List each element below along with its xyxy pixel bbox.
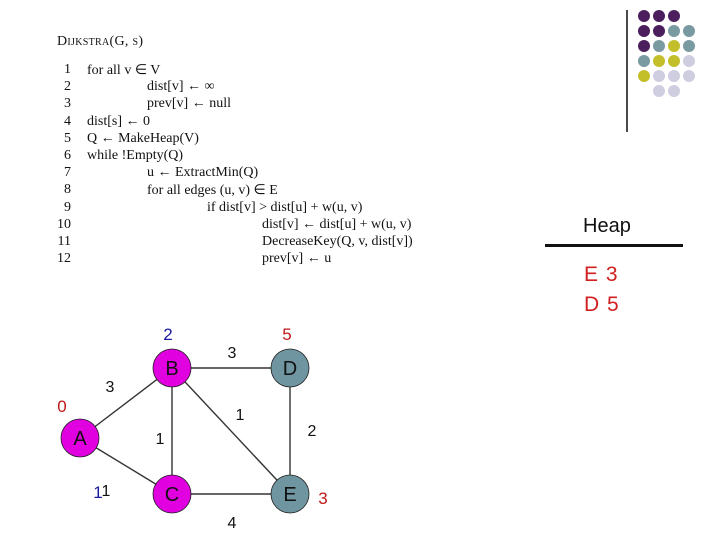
graph-node-D	[270, 348, 310, 388]
edge-weight-AC: 1	[102, 483, 111, 500]
heap-title: Heap	[583, 215, 631, 237]
line-number: 8	[64, 182, 71, 198]
heap-divider	[545, 244, 683, 247]
line-code: if dist[v] > dist[u] + w(u, v)	[207, 199, 363, 215]
line-number: 1	[64, 62, 71, 77]
algorithm-title: Dijkstra(G, s)	[57, 34, 144, 49]
line-code: Q ← MakeHeap(V)	[87, 130, 199, 146]
line-number: 12	[57, 251, 71, 267]
graph-node-A	[60, 418, 100, 458]
graph-node-C	[152, 474, 192, 514]
edge-weight-BD: 3	[228, 345, 237, 362]
decor-dot	[638, 25, 650, 37]
decor-dot	[668, 70, 680, 82]
node-distance-E: 3	[318, 489, 327, 508]
line-code: dist[v] ← dist[u] + w(u, v)	[262, 216, 412, 232]
line-number: 3	[64, 96, 71, 112]
pseudocode-line: 5 Q ← MakeHeap(V)	[57, 130, 199, 149]
pseudocode-line: 2 dist[v] ← ∞	[57, 79, 215, 97]
pseudocode-line: 12 prev[v] ← u	[57, 251, 331, 269]
node-label-C: C	[165, 484, 179, 506]
decor-dot	[653, 55, 665, 67]
decor-dot	[653, 25, 665, 37]
line-number: 6	[64, 148, 71, 163]
node-distance-B: 2	[163, 325, 172, 344]
line-number: 4	[64, 113, 71, 129]
pseudocode-line: 9 if dist[v] > dist[u] + w(u, v)	[57, 199, 362, 218]
edge-weight-AB: 3	[106, 379, 115, 396]
pseudocode-line: 6 while !Empty(Q)	[57, 148, 183, 166]
line-number: 9	[64, 199, 71, 215]
line-number: 11	[57, 234, 71, 249]
edge-weight-BE: 1	[236, 407, 245, 424]
decor-dot	[638, 10, 650, 22]
heap-entry: E 3	[584, 263, 619, 286]
line-number: 2	[64, 79, 71, 95]
pseudocode-line: 1 for all v ∈ V	[57, 62, 160, 80]
line-code: while !Empty(Q)	[87, 148, 184, 163]
node-label-E: E	[283, 484, 296, 506]
decor-divider	[626, 10, 628, 132]
edge-weight-DE: 2	[308, 423, 317, 440]
line-code: DecreaseKey(Q, v, dist[v])	[262, 234, 413, 249]
line-code: dist[v] ← ∞	[147, 79, 215, 95]
decor-dot	[668, 85, 680, 97]
graph-node-E	[270, 474, 310, 514]
graph-node-B	[152, 348, 192, 388]
decor-dot	[653, 70, 665, 82]
line-code: prev[v] ← u	[262, 251, 332, 267]
line-number: 5	[64, 130, 71, 146]
line-code: dist[s] ← 0	[87, 113, 150, 129]
pseudocode-line: 7 u ← ExtractMin(Q)	[57, 165, 258, 183]
node-label-D: D	[283, 358, 297, 380]
line-number: 10	[57, 216, 71, 232]
decor-dot	[638, 70, 650, 82]
pseudocode-line: 11 DecreaseKey(Q, v, dist[v])	[57, 234, 413, 252]
decor-dot	[668, 40, 680, 52]
pseudocode-line: 10 dist[v] ← dist[u] + w(u, v)	[57, 216, 411, 235]
line-code: for all edges (u, v) ∈ E	[147, 183, 278, 199]
line-number: 7	[64, 165, 71, 181]
decor-dot	[668, 25, 680, 37]
line-code: u ← ExtractMin(Q)	[147, 165, 259, 181]
decor-dot	[683, 70, 695, 82]
decor-dot	[638, 40, 650, 52]
node-distance-A: 0	[57, 397, 66, 416]
node-label-B: B	[165, 358, 178, 380]
decor-dot	[683, 55, 695, 67]
edge-weight-BC: 1	[156, 431, 165, 448]
edge-weight-CE: 4	[228, 515, 237, 532]
pseudocode-line: 4 dist[s] ← 0	[57, 113, 150, 132]
node-distance-C: 1	[93, 483, 102, 502]
line-code: prev[v] ← null	[147, 96, 231, 112]
decor-dot	[653, 40, 665, 52]
node-label-A: A	[73, 428, 87, 450]
node-distance-D: 5	[282, 325, 291, 344]
line-code: for all v ∈ V	[87, 63, 161, 78]
decor-dot	[668, 55, 680, 67]
decor-dot	[638, 55, 650, 67]
pseudocode-line: 3 prev[v] ← null	[57, 96, 231, 114]
decor-dot	[683, 40, 695, 52]
decor-dot	[653, 10, 665, 22]
graph-edge-BE	[171, 367, 291, 495]
pseudocode-line: 8 for all edges (u, v) ∈ E	[57, 182, 278, 200]
decor-dot	[668, 10, 680, 22]
heap-entry: D 5	[584, 293, 620, 316]
decor-dot	[683, 25, 695, 37]
decor-dot	[653, 85, 665, 97]
